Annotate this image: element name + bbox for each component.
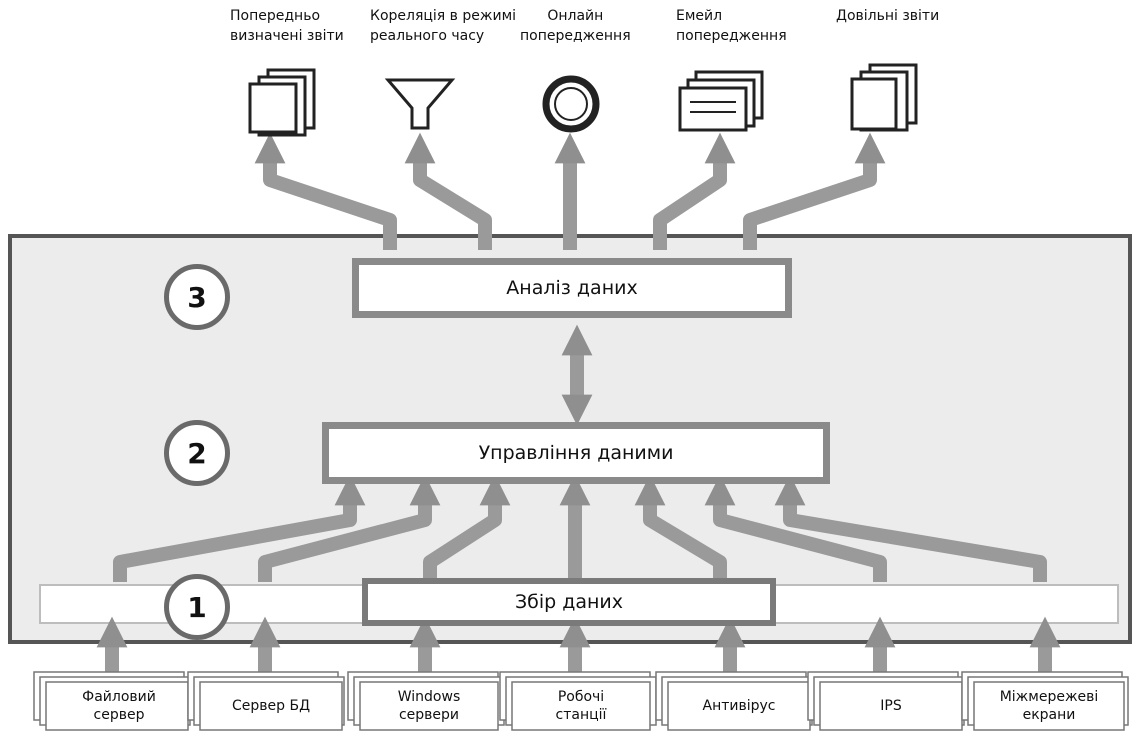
source-label-7: Міжмережеві екрани	[999, 689, 1099, 723]
source-label-2: Сервер БД	[231, 698, 311, 714]
collection-label: Збір даних	[514, 591, 624, 613]
analysis-label: Аналіз даних	[506, 277, 638, 299]
output-label-2: Кореляція в режимі реального часу	[370, 8, 517, 44]
analysis-box: Аналіз даних	[352, 258, 792, 318]
arrow-analysis-to-output-1	[254, 132, 397, 250]
arrow-collection-to-management-5	[634, 474, 727, 582]
collection-box: Збір даних	[362, 578, 776, 626]
source-cards	[33, 671, 1129, 731]
arrow-collection-to-management-7	[774, 474, 1047, 582]
collection-arrows	[113, 474, 1047, 582]
source-card-stack-4	[499, 671, 657, 731]
output-label-5: Довільні звіти	[836, 8, 940, 24]
output-arrows	[254, 132, 886, 250]
source-label-4: Робочі станції	[555, 689, 607, 723]
arrow-collection-to-management-2	[258, 474, 441, 582]
management-box: Управління даними	[322, 422, 830, 484]
source-card-stack-7	[961, 671, 1129, 731]
documents-stack-icon-2	[850, 63, 918, 132]
source-card-stack-1	[33, 671, 191, 731]
documents-stack-icon	[248, 68, 316, 137]
layer-2-badge: 2	[164, 420, 230, 486]
source-label-5: Антивірус	[702, 698, 776, 714]
source-card-stack-2	[187, 671, 345, 731]
envelope-stack-icon	[678, 70, 764, 132]
arrow-analysis-to-output-5	[743, 132, 886, 250]
layer-3-badge: 3	[164, 264, 230, 330]
source-card-stack-3	[347, 671, 505, 731]
arrow-collection-to-management-3	[423, 474, 511, 582]
arrow-analysis-to-output-2	[404, 132, 492, 250]
source-card-stack-5	[655, 671, 813, 731]
output-label-3: Онлайн попередження	[520, 8, 631, 44]
output-label-1: Попередньо визначені звіти	[230, 8, 344, 44]
source-label-3: Windows сервери	[397, 689, 461, 723]
output-label-4: Емейл попередження	[676, 8, 787, 44]
funnel-icon	[384, 78, 456, 130]
layer-1-badge: 1	[164, 574, 230, 640]
source-label-1: Файловий сервер	[82, 689, 156, 723]
source-label-6: IPS	[880, 698, 902, 714]
arrow-collection-to-management-1	[113, 474, 366, 582]
arrow-collection-to-management-6	[704, 474, 887, 582]
arrow-analysis-to-output-4	[653, 132, 736, 250]
management-label: Управління даними	[478, 442, 674, 464]
ring-alert-icon	[542, 75, 600, 133]
source-card-stack-6	[807, 671, 965, 731]
